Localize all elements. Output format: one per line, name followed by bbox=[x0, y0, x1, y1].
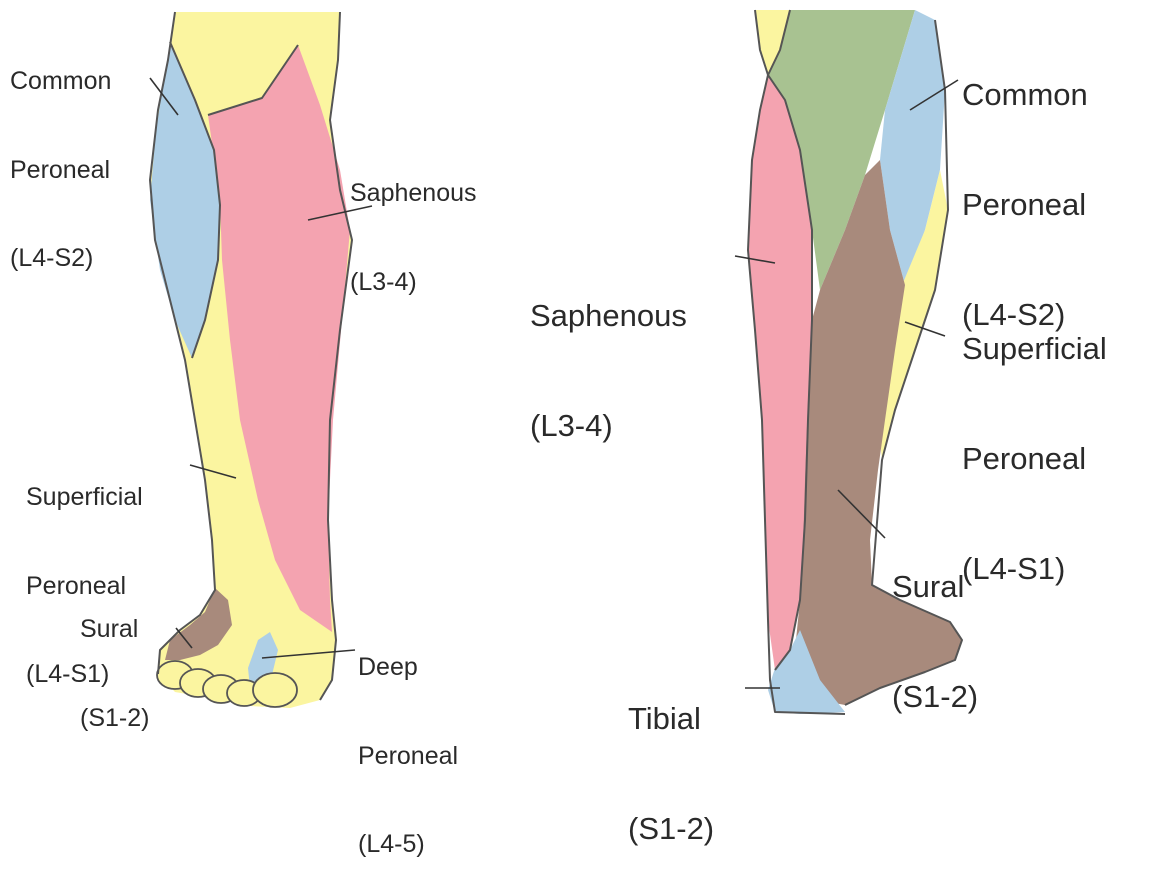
label-line: Common bbox=[962, 77, 1088, 114]
anterior-leg bbox=[150, 12, 352, 708]
label-line: (L3-4) bbox=[350, 268, 477, 298]
label-line: Peroneal bbox=[962, 187, 1088, 224]
label-line: (L4-S1) bbox=[962, 551, 1107, 588]
label-anterior-common-peroneal: Common Peroneal (L4-S2) bbox=[10, 8, 111, 303]
label-line: (S1-2) bbox=[892, 679, 978, 716]
label-posterior-superficial-peroneal: Superficial Peroneal (L4-S1) bbox=[962, 258, 1107, 624]
label-line: Sural bbox=[892, 569, 978, 606]
label-posterior-sural: Sural (S1-2) bbox=[892, 496, 978, 752]
label-anterior-deep-peroneal: Deep Peroneal (L4-5) bbox=[358, 594, 458, 889]
label-line: Tibial bbox=[628, 701, 714, 738]
label-line: Saphenous bbox=[350, 179, 477, 209]
label-anterior-sural: Sural (S1-2) bbox=[80, 556, 149, 763]
label-line: Peroneal bbox=[962, 441, 1107, 478]
label-line: Peroneal bbox=[10, 156, 111, 186]
label-line: (S1-2) bbox=[80, 704, 149, 734]
label-line: (L3-4) bbox=[530, 408, 687, 445]
label-line: Superficial bbox=[962, 331, 1107, 368]
label-posterior-tibial: Tibial (S1-2) bbox=[628, 628, 714, 884]
label-line: (L4-5) bbox=[358, 830, 458, 860]
label-line: (S1-2) bbox=[628, 811, 714, 848]
label-line: Peroneal bbox=[358, 742, 458, 772]
label-line: Deep bbox=[358, 653, 458, 683]
label-line: (L4-S2) bbox=[10, 244, 111, 274]
label-line: Common bbox=[10, 67, 111, 97]
label-posterior-saphenous: Saphenous (L3-4) bbox=[530, 225, 687, 481]
label-line: Saphenous bbox=[530, 298, 687, 335]
label-anterior-saphenous: Saphenous (L3-4) bbox=[350, 120, 477, 327]
label-line: Superficial bbox=[26, 483, 143, 513]
label-line: Sural bbox=[80, 615, 149, 645]
